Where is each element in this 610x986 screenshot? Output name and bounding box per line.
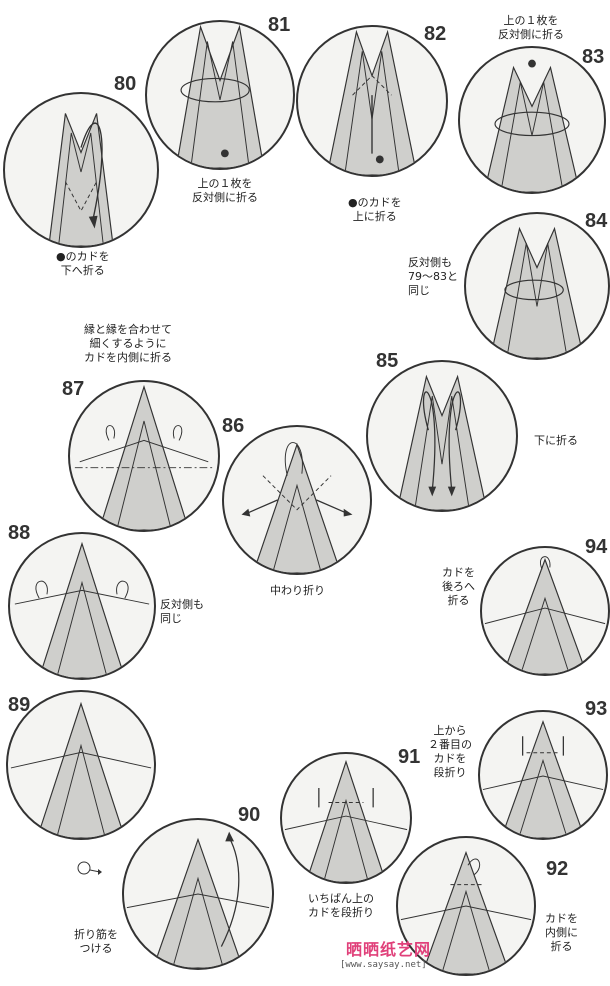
crane-neck-diagram [10,701,152,838]
diagram-step-90 [122,818,274,970]
crane-neck-diagram [14,541,150,678]
instruction-84: 反対側も 79～83と 同じ [408,256,458,297]
crane-neck-diagram [284,759,408,882]
site-logo-text: 晒晒纸艺网 [346,940,432,959]
crane-neck-diagram [489,226,585,358]
step-number-90: 90 [238,804,261,826]
crane-neck-diagram [400,850,532,974]
instruction-93: 上から ２番目の カドを 段折り [428,724,472,779]
step-number-83: 83 [582,46,605,68]
step-number-89: 89 [8,694,31,716]
crane-neck-diagram [175,24,265,168]
instruction-82: ●のカドを 上に折る [348,196,402,223]
instruction-81: 上の１枚を 反対側に折る [192,177,258,204]
diagram-step-93 [478,710,608,840]
instruction-87: 縁と縁を合わせて 細くするように カドを内側に折る [84,323,172,364]
step-number-85: 85 [376,350,399,372]
step-number-93: 93 [585,698,608,720]
instruction-83: 上の１枚を 反対側に折る [498,14,564,41]
diagram-step-83 [458,46,606,194]
crane-neck-diagram [126,831,270,968]
step-number-94: 94 [585,536,608,558]
crane-neck-diagram [483,59,581,192]
instruction-80: ●のカドを 下へ折る [56,250,110,277]
crane-neck-diagram [326,29,418,175]
crane-neck-diagram [396,374,488,510]
step-number-80: 80 [114,73,137,95]
crane-neck-diagram [484,556,606,674]
step-number-92: 92 [546,858,569,880]
diagram-step-86 [222,425,372,575]
step-number-87: 87 [62,378,85,400]
diagram-step-80 [3,92,159,248]
instruction-90: 折り筋を つける [74,928,118,955]
diagram-step-89 [6,690,156,840]
instruction-85: 下に折る [534,434,578,447]
diagram-step-91 [280,752,412,884]
step-number-88: 88 [8,522,31,544]
step-number-86: 86 [222,415,245,437]
turn-over-arrow-icon [77,861,102,875]
instruction-88: 反対側も 同じ [160,598,204,625]
instruction-94: カドを 後ろへ 折る [442,566,475,607]
site-url: [www.saysay.net] [340,960,427,970]
step-number-81: 81 [268,14,291,36]
step-number-91: 91 [398,746,421,768]
diagram-step-81 [145,20,295,170]
diagram-step-88 [8,532,156,680]
crane-neck-diagram [74,384,214,530]
instruction-91: いちばん上の カドを段折り [308,892,374,919]
diagram-step-87 [68,380,220,532]
crane-neck-diagram [48,113,114,246]
step-number-82: 82 [424,23,447,45]
crane-neck-diagram [241,442,353,573]
step-number-84: 84 [585,210,608,232]
diagram-step-94 [480,546,610,676]
diagram-step-85 [366,360,518,512]
diagram-step-82 [296,25,448,177]
diagram-step-84 [464,212,610,360]
instruction-92: カドを 内側に 折る [545,912,578,953]
diagram-step-92 [396,836,536,976]
crane-neck-diagram [482,719,604,838]
instruction-86: 中わり折り [270,584,325,597]
